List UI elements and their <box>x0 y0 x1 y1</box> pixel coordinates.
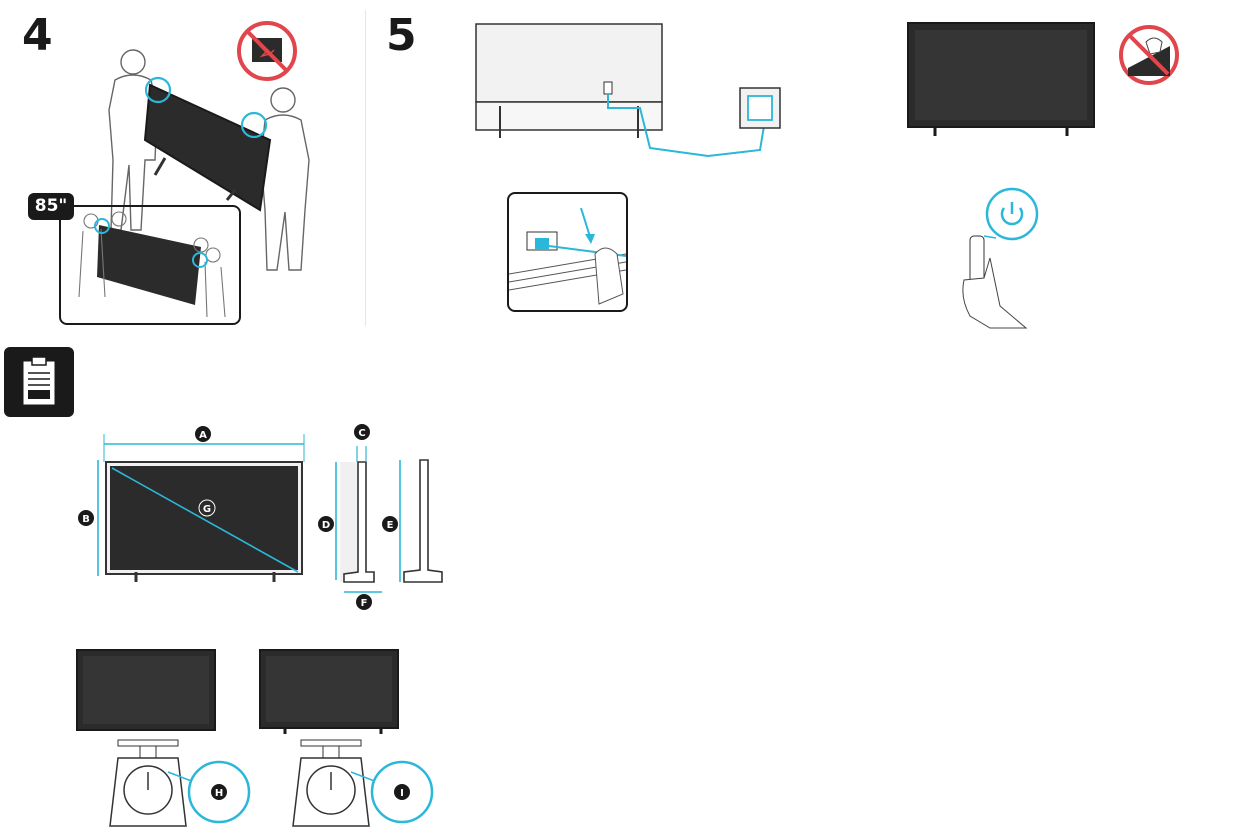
no-touch-screen-icon <box>1118 24 1180 86</box>
spec-sheet-icon <box>4 347 74 417</box>
cable-clip-detail <box>507 192 628 312</box>
label-b: B <box>82 514 90 525</box>
label-c: C <box>358 428 365 439</box>
step-number-4: 4 <box>22 10 53 61</box>
label-g: G <box>203 504 211 515</box>
label-a: A <box>199 430 207 441</box>
label-i: I <box>400 788 404 799</box>
weight-without-stand: H <box>76 648 256 830</box>
label-f: F <box>361 598 368 609</box>
label-h: H <box>215 788 223 799</box>
85-inch-lifting-box <box>59 205 241 325</box>
label-e: E <box>387 520 394 531</box>
tv-back-with-power-cable <box>474 22 784 162</box>
label-d: D <box>322 520 330 531</box>
remote-power-button-illustration <box>960 187 1040 329</box>
step-divider <box>365 10 366 326</box>
tv-front-screen <box>907 22 1097 140</box>
tv-front-dimensions: A B G <box>76 422 316 592</box>
tv-side-dimensions: C D F E <box>316 422 450 612</box>
weight-with-stand: I <box>259 648 439 830</box>
step-number-5: 5 <box>386 10 417 61</box>
no-fingers-on-screen-icon <box>236 20 298 82</box>
